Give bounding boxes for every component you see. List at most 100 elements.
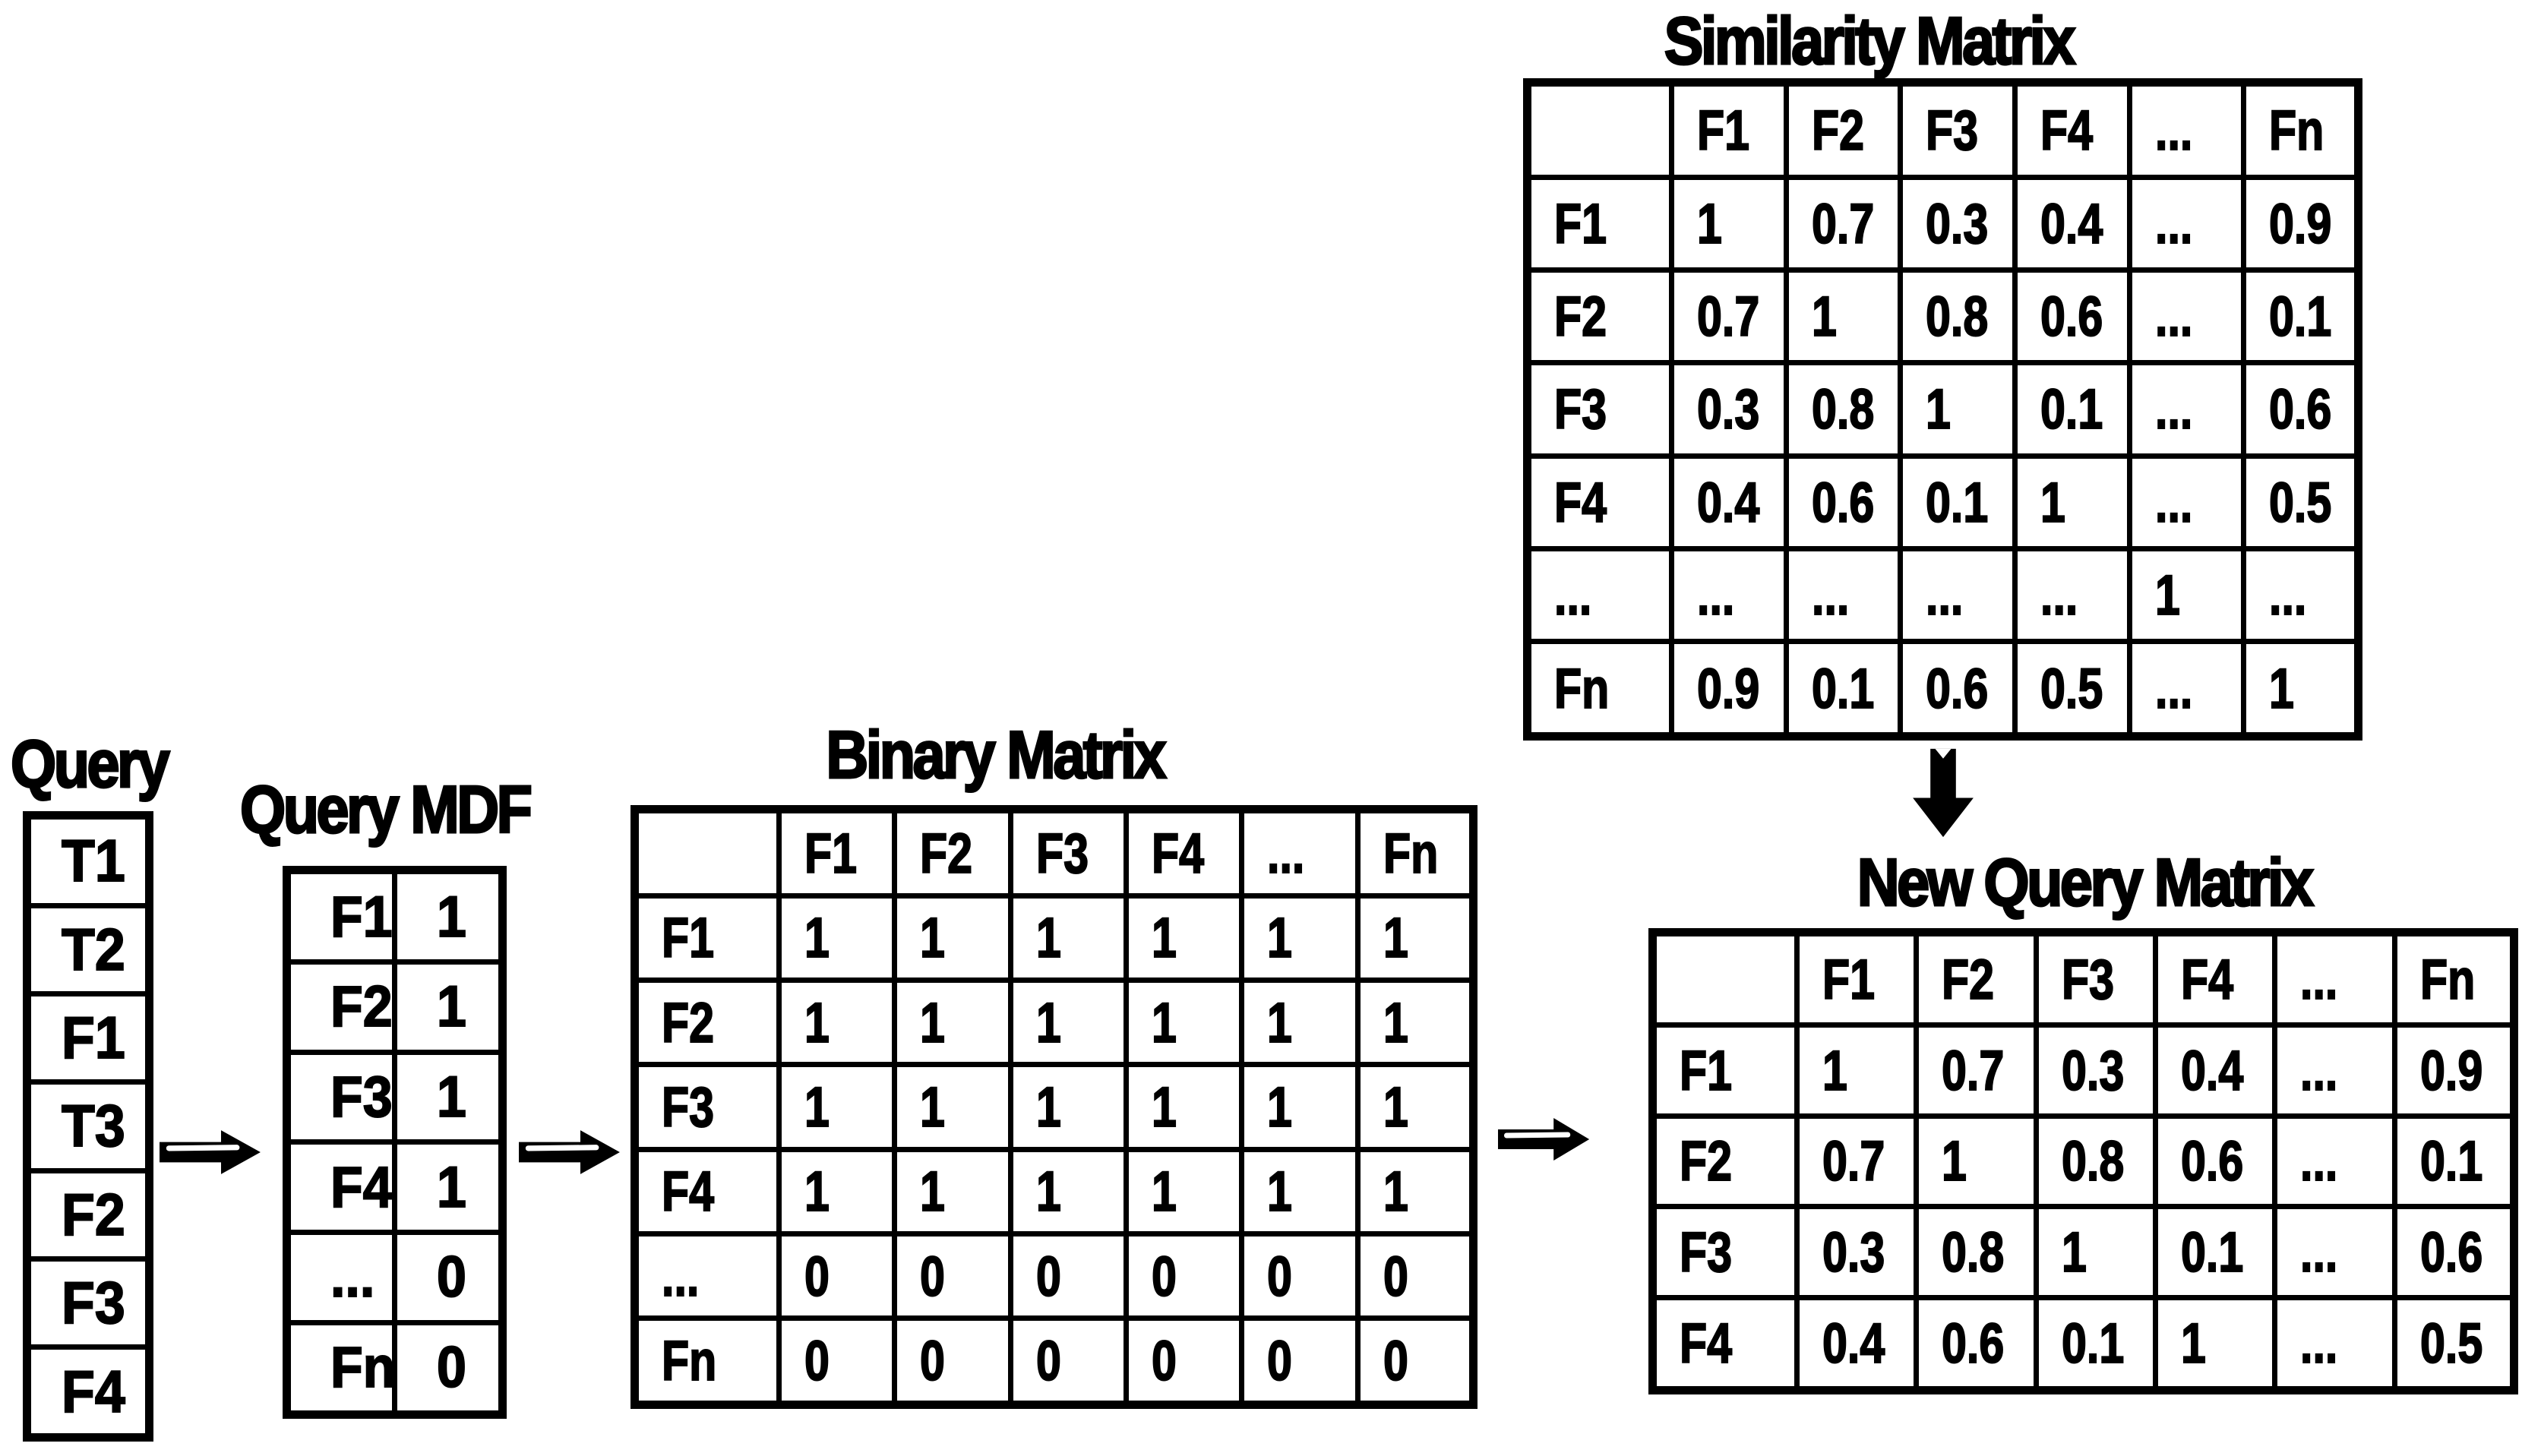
table-cell: 0.1 [2391, 1113, 2517, 1210]
similarity-matrix-title: Similarity Matrix [1527, 3, 2211, 78]
table-cell: ... [2126, 267, 2247, 366]
table-cell: 0 [1354, 1230, 1477, 1322]
table-cell: T1 [24, 813, 152, 908]
table-cell: 1 [1354, 1146, 1477, 1236]
table-cell: F2 [24, 1167, 152, 1262]
table-cell: ... [2126, 453, 2247, 551]
table-cell: 1 [892, 977, 1013, 1068]
table-cell: 1 [1123, 1062, 1245, 1152]
table-cell: F4 [24, 1344, 152, 1440]
block-arrow-down-icon [1911, 747, 1975, 839]
table-cell: F2 [284, 959, 397, 1055]
table-row: F4 [24, 1344, 152, 1440]
table-cell: 0.3 [1669, 360, 1789, 459]
row-label: F1 [1525, 174, 1674, 273]
table-cell: 0.8 [1783, 360, 1904, 459]
table-cell: 0.9 [2391, 1022, 2517, 1119]
table-cell: 1 [892, 892, 1013, 984]
table-cell: 0.1 [2241, 267, 2361, 366]
table-cell: F3 [284, 1049, 397, 1145]
table-cell: 1 [776, 1146, 898, 1236]
table-cell: 1 [1007, 892, 1129, 984]
row-label: F2 [1525, 267, 1674, 366]
table-cell: 1 [776, 1062, 898, 1152]
column-header: F1 [776, 807, 898, 899]
table-cell: 0.1 [1898, 453, 2018, 551]
row-label: F2 [1650, 1113, 1800, 1210]
table-cell: 0.8 [1898, 267, 2018, 366]
query-title-text: Query [10, 726, 171, 801]
column-header: Fn [1354, 807, 1477, 899]
column-header: F4 [1123, 807, 1245, 899]
table-cell: ... [2272, 1294, 2397, 1394]
table-cell: 1 [1239, 892, 1361, 984]
table-cell: ... [2272, 1113, 2397, 1210]
table-cell: 0.7 [1794, 1113, 1920, 1210]
row-label: F1 [632, 892, 782, 984]
row-label: F4 [1525, 453, 1674, 551]
new-query-matrix-title-text: New Query Matrix [1857, 845, 2315, 920]
table-cell: 0.6 [2241, 360, 2361, 459]
table-cell: 0.3 [1794, 1204, 1920, 1300]
table-cell: 0.4 [1794, 1294, 1920, 1394]
similarity-matrix-title-text: Similarity Matrix [1663, 3, 2077, 78]
column-header: F3 [1898, 80, 2018, 180]
table-cell: 1 [1898, 360, 2018, 459]
column-header: F2 [892, 807, 1013, 899]
column-header: F2 [1783, 80, 1904, 180]
table-cell: 0.4 [2012, 174, 2132, 273]
table-cell: 0.4 [1669, 453, 1789, 551]
table-cell: 1 [2033, 1204, 2158, 1300]
table-cell: 0.5 [2391, 1294, 2517, 1394]
column-header: Fn [2391, 929, 2517, 1028]
block-arrow-right-icon [519, 1129, 621, 1176]
table-cell: 1 [1123, 977, 1245, 1068]
table-cell: 1 [2241, 639, 2361, 739]
table-cell: 0.5 [2012, 639, 2132, 739]
table-cell: ... [2272, 1204, 2397, 1300]
table-cell: 1 [2126, 545, 2247, 645]
table-cell: T2 [24, 902, 152, 996]
table-cell: 0 [1123, 1315, 1245, 1407]
table-cell: ... [1898, 545, 2018, 645]
column-header: F3 [1007, 807, 1129, 899]
row-label: F3 [1650, 1204, 1800, 1300]
table-cell: 0.6 [1783, 453, 1904, 551]
table-cell: 1 [1123, 892, 1245, 984]
table-cell: ... [2126, 639, 2247, 739]
table-cell: F3 [24, 1255, 152, 1350]
column-header: F1 [1794, 929, 1920, 1028]
table-cell: 1 [892, 1062, 1013, 1152]
table-cell: 0 [392, 1230, 505, 1325]
table-cell: 0.6 [2012, 267, 2132, 366]
table-cell: 0 [1239, 1315, 1361, 1407]
query-mdf-title-text: Query MDF [239, 772, 534, 847]
row-label: F1 [1650, 1022, 1800, 1119]
column-header: Fn [2241, 80, 2361, 180]
table-cell: 0 [776, 1315, 898, 1407]
new-query-matrix-title: New Query Matrix [1743, 845, 2426, 920]
table-cell: 0 [1239, 1230, 1361, 1322]
column-header: F3 [2033, 929, 2158, 1028]
column-header [1650, 929, 1800, 1028]
table-cell: 1 [1354, 1062, 1477, 1152]
table-cell: 1 [1354, 892, 1477, 984]
table-cell: 0 [392, 1319, 505, 1418]
row-label: Fn [1525, 639, 1674, 739]
table-cell: 0.3 [2033, 1022, 2158, 1119]
table-cell: 0.6 [1898, 639, 2018, 739]
table-cell: ... [1783, 545, 1904, 645]
